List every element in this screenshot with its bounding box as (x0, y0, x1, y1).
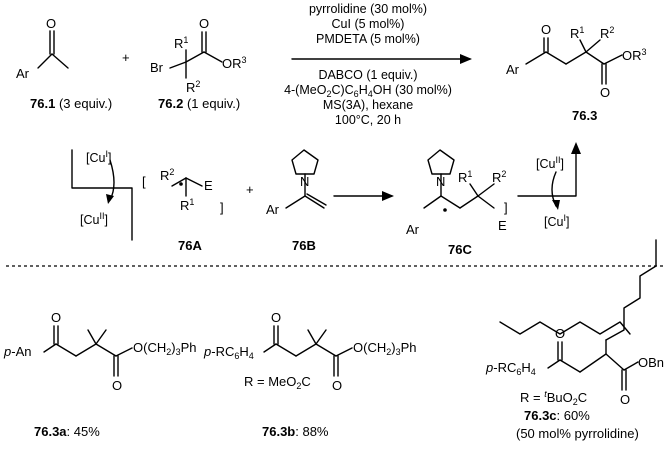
aryl-label: Ar (266, 202, 280, 217)
example-76-3c-note: (50 mol% pyrrolidine) (516, 426, 639, 441)
aryl-label: Ar (16, 66, 30, 81)
example-76-3b-caption: 76.3b: 88% (262, 424, 329, 439)
r1-label: R1 (174, 35, 188, 51)
aryl-label: p-RC6H4 (485, 360, 536, 377)
oxygen-atom: O (46, 16, 56, 31)
r2-label: R2 (492, 169, 506, 185)
ketone-oxygen: O (541, 22, 551, 37)
example-76-3a-caption: 76.3a: 45% (34, 424, 100, 439)
aryl-label: p-RC6H4 (203, 344, 254, 361)
radical-76a-structure: [ R2 E R1 ] (142, 167, 224, 215)
r1-label: R1 (458, 169, 472, 185)
cu-cycle-left: [CuI] [CuII] (71, 149, 133, 241)
ketone-oxygen: O (271, 310, 281, 325)
reaction-conditions: pyrrolidine (30 mol%) CuI (5 mol%) PMDET… (284, 2, 472, 127)
alkyl-chain-2 (605, 239, 657, 341)
cu-i-label: [CuI] (544, 213, 569, 229)
condition-pmdeta: PMDETA (5 mol%) (316, 32, 420, 46)
enamine-76b-id: 76B (292, 238, 316, 253)
cu-ii-label: [CuII] (536, 155, 564, 171)
bromo-label: Br (150, 60, 164, 75)
aryl-label: Ar (506, 62, 520, 77)
example-76-3c: O O p-RC6H4 OBn R = tBuO2C (485, 239, 664, 407)
ester-oxygen: O (332, 378, 342, 393)
r-definition: R = MeO2C (244, 374, 311, 391)
left-bracket: [ (142, 174, 146, 189)
cu-ii-label: [CuII] (80, 211, 108, 227)
r-definition: R = tBuO2C (520, 389, 587, 407)
adduct-76c-structure: N Ar R1 R2 E (406, 149, 507, 237)
r1-label: R1 (180, 197, 194, 213)
r2-label: R2 (600, 25, 614, 41)
reagent-76-2-structure: O Br R1 R2 OR3 (150, 16, 247, 95)
radical-dot (443, 208, 447, 212)
condition-pyrrolidine: pyrrolidine (30 mol%) (309, 2, 427, 16)
condition-dabco: DABCO (1 equiv.) (318, 68, 417, 82)
ester-label: OBn (638, 355, 664, 370)
plus-sign: + (246, 182, 254, 197)
radical-76a-id: 76A (178, 238, 202, 253)
reagent-76-1-caption: 76.1 (3 equiv.) (30, 96, 112, 111)
adduct-76c-id: 76C (448, 242, 472, 257)
ketone-oxygen: O (51, 310, 61, 325)
cu-cycle-right: ] [CuII] [CuI] (504, 142, 581, 229)
example-76-3b: O O p-RC6H4 O(CH2)3Ph R = MeO2C (203, 310, 417, 393)
e-label: E (498, 218, 507, 233)
plus-sign: + (122, 50, 130, 65)
r1-label: R1 (570, 25, 584, 41)
ester-label: O(CH2)3Ph (133, 340, 197, 357)
right-bracket: ] (220, 200, 224, 215)
ester-oxygen: O (620, 392, 630, 407)
cu-i-label: [CuI] (86, 149, 111, 165)
product-76-3-structure: O O Ar R1 R2 OR3 (506, 22, 647, 100)
condition-temperature: 100°C, 20 h (335, 113, 401, 127)
reagent-76-1-structure: O Ar (16, 16, 69, 81)
carbonyl-oxygen: O (199, 16, 209, 31)
r2-label: R2 (186, 79, 200, 95)
reagent-76-2-caption: 76.2 (1 equiv.) (158, 96, 240, 111)
ketone-oxygen: O (555, 326, 565, 341)
condition-cui: CuI (5 mol%) (332, 17, 405, 31)
ester-or3-label: OR3 (222, 55, 247, 71)
ester-label: O(CH2)3Ph (353, 340, 417, 357)
ester-oxygen: O (112, 378, 122, 393)
condition-phenol: 4-(MeO2C)C6H4OH (30 mol%) (284, 83, 452, 99)
mechanism-arrowhead (382, 191, 394, 201)
example-76-3a: O O p-An O(CH2)3Ph (3, 310, 197, 393)
reaction-arrowhead (460, 54, 472, 64)
r2-label: R2 (160, 167, 174, 183)
aryl-label: Ar (406, 222, 420, 237)
ester-oxygen: O (600, 85, 610, 100)
alkyl-chain-1 (499, 321, 631, 335)
condition-solvent: MS(3A), hexane (323, 98, 413, 112)
nitrogen-atom: N (436, 174, 445, 189)
product-76-3-id: 76.3 (572, 108, 597, 123)
nitrogen-atom: N (300, 174, 309, 189)
right-bracket: ] (504, 200, 508, 215)
cycle-arrowhead (571, 142, 581, 154)
aryl-label: p-An (3, 344, 31, 359)
example-76-3c-caption: 76.3c: 60% (524, 408, 590, 423)
e-label: E (204, 178, 213, 193)
radical-dot (179, 182, 183, 186)
ester-or3-label: OR3 (622, 47, 647, 63)
enamine-76b-structure: N Ar (266, 149, 327, 217)
